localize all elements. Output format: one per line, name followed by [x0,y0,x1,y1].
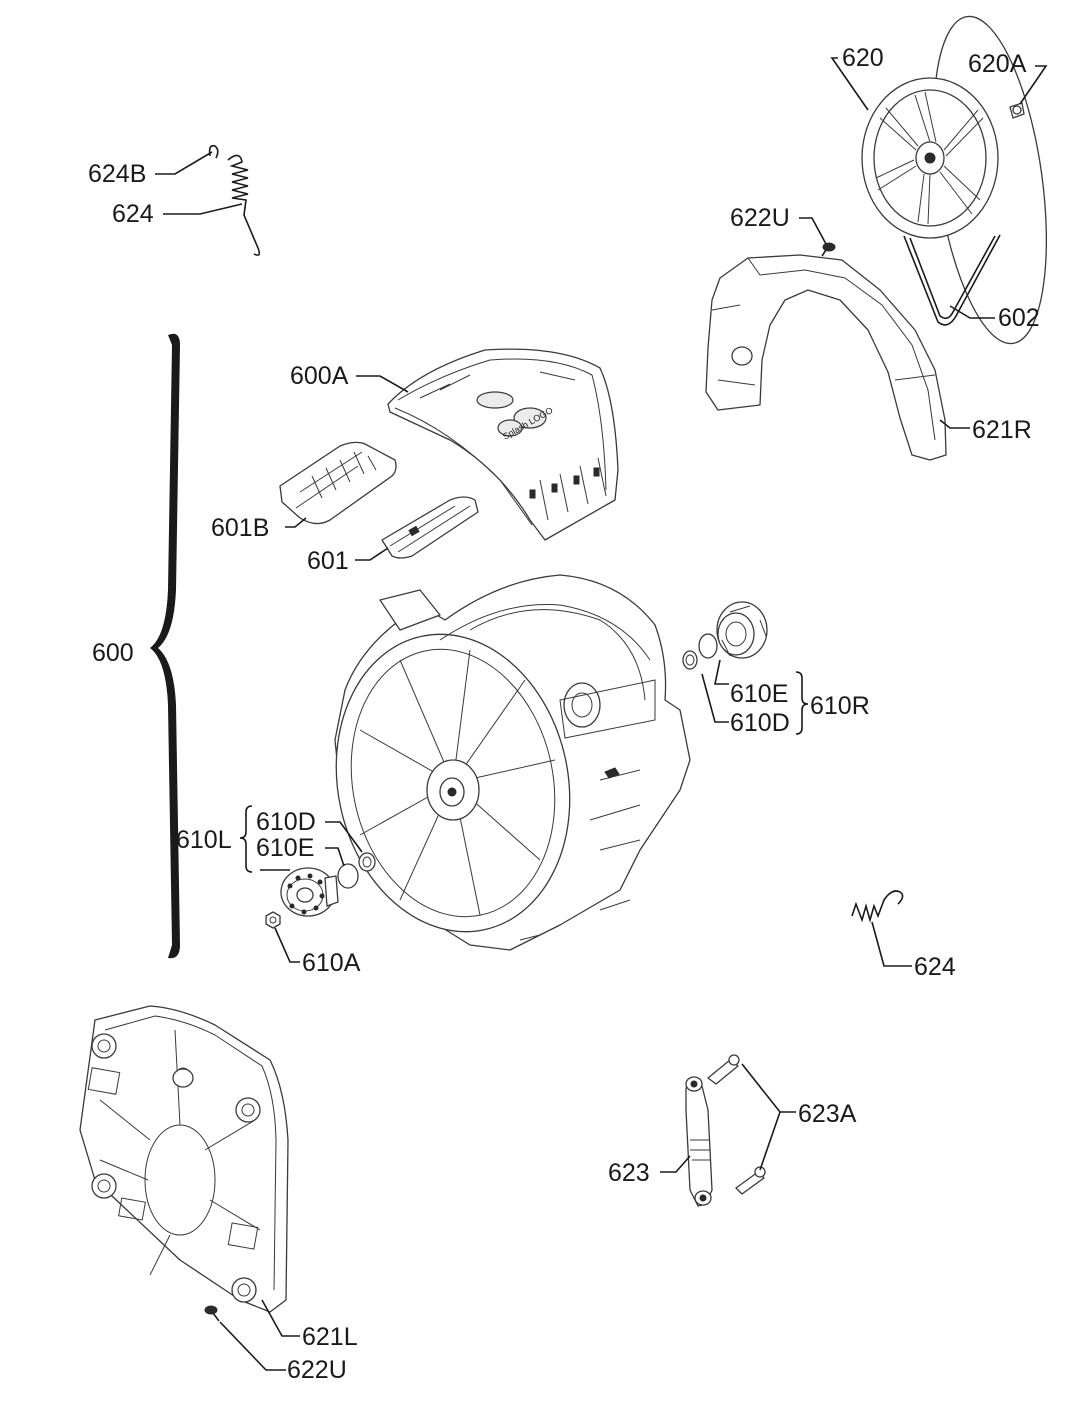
brace-610R [795,671,809,735]
label-610E-left: 610E [256,834,314,862]
label-622U-top: 622U [730,204,790,232]
labels: 620 620A 624B 624 622U 602 600A 621R 601… [88,44,1040,1384]
label-601: 601 [307,547,349,575]
label-600A: 600A [290,362,349,390]
shock-absorber-623 [685,1076,713,1207]
nut-610A [265,911,281,929]
label-624-bottom: 624 [914,953,956,981]
counterweight-621L [79,1005,289,1313]
seal-610E-left [337,863,359,889]
label-622U-bottom: 622U [287,1356,347,1384]
bearing-610R [716,601,768,659]
label-610E-right: 610E [730,680,788,708]
brace-600 [150,333,180,959]
screw-620A [1009,102,1025,119]
brace-610L [239,805,253,873]
part-601 [381,496,479,559]
label-602: 602 [998,304,1040,332]
dispenser-601B [279,441,397,525]
tub-600 [334,574,691,951]
spring-624-top [227,154,261,256]
label-601B: 601B [211,514,269,542]
belt-602 [903,234,1001,326]
pin-623A-top [707,1054,740,1085]
bearing-610L [280,867,339,917]
label-620: 620 [842,44,884,72]
label-621R: 621R [972,416,1032,444]
label-600: 600 [92,639,134,667]
panel-600A: Splash LOGO [387,348,619,541]
leader-lines [155,57,1048,1371]
label-623A: 623A [798,1100,857,1128]
hook-624B [208,144,219,159]
screw-622U-top [821,242,836,257]
pin-623A-bottom [735,1166,766,1195]
ring-610D-right [682,650,698,670]
ring-610D-left [358,852,376,872]
label-610R: 610R [810,692,870,720]
pulley-620 [861,15,1048,345]
spring-624-bottom [851,890,904,923]
label-610L: 610L [176,826,232,854]
label-621L: 621L [302,1323,358,1351]
screw-622U-bottom [204,1305,220,1322]
seal-610E-right [698,633,718,659]
label-624B: 624B [88,160,146,188]
label-610A: 610A [302,949,361,977]
label-620A: 620A [968,50,1027,78]
label-610D-right: 610D [730,709,790,737]
label-610D-left: 610D [256,808,316,836]
counterweight-621R [705,254,947,461]
label-624-top: 624 [112,200,154,228]
label-623: 623 [608,1159,650,1187]
